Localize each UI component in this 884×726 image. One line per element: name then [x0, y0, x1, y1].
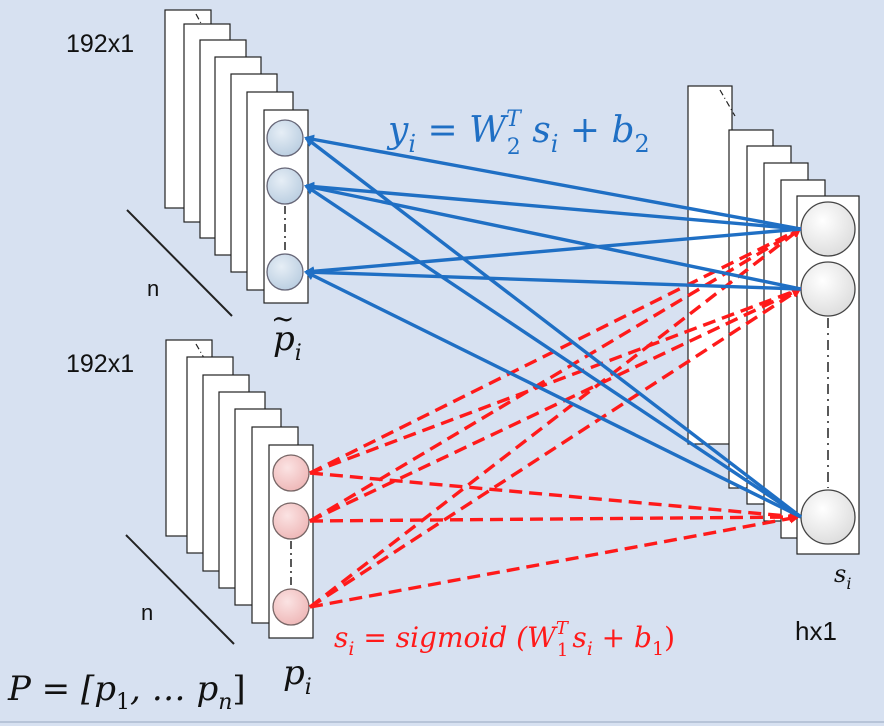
output-stack [126, 9, 309, 317]
hidden-node [800, 489, 856, 545]
output-node [266, 253, 304, 291]
encoder-arrow [309, 471, 800, 522]
decoder-arrow [304, 184, 802, 519]
encoder-arrow [309, 512, 800, 523]
input-label-p-i: pi [283, 653, 312, 700]
decoder-arrow [304, 181, 802, 231]
top-n-label: n [147, 276, 159, 301]
decoder-arrow [304, 270, 802, 519]
stack-sheet-diagonal [719, 89, 736, 117]
hidden-node [800, 201, 856, 257]
encoder-arrow [308, 227, 802, 609]
depth-line [126, 209, 233, 317]
encoder-arrow [309, 227, 802, 523]
input-node [272, 502, 310, 540]
hidden-stack [687, 85, 860, 555]
output-label-p-tilde: pi [273, 319, 302, 366]
depth-line [125, 534, 235, 645]
hidden-label-s-i: si [834, 560, 851, 593]
output-node [266, 119, 304, 157]
decoder-arrow [304, 267, 802, 291]
encoder-arrow [309, 287, 802, 475]
bottom-dimension-label: 192x1 [66, 350, 134, 378]
output-node [266, 167, 304, 205]
hidden-dimension-label: hx1 [795, 616, 837, 646]
decoder-arrows [304, 134, 803, 519]
input-node [272, 588, 310, 626]
decoder-arrow [304, 134, 802, 231]
input-matrix-definition: P = [p1, … pn] [7, 669, 246, 715]
encoder-arrows [308, 227, 802, 609]
encoder-arrow [309, 227, 802, 475]
encoder-arrow [309, 287, 802, 523]
encoder-arrow [309, 513, 800, 609]
top-dimension-label: 192x1 [66, 30, 134, 58]
input-stack [125, 339, 314, 645]
decoder-arrow [304, 227, 802, 277]
encoder-arrow [309, 287, 802, 609]
input-node [272, 454, 310, 492]
tilde-mark: ~ [271, 302, 294, 335]
bottom-n-label: n [141, 600, 153, 625]
hidden-node [800, 261, 856, 317]
decoder-arrow [304, 136, 803, 519]
